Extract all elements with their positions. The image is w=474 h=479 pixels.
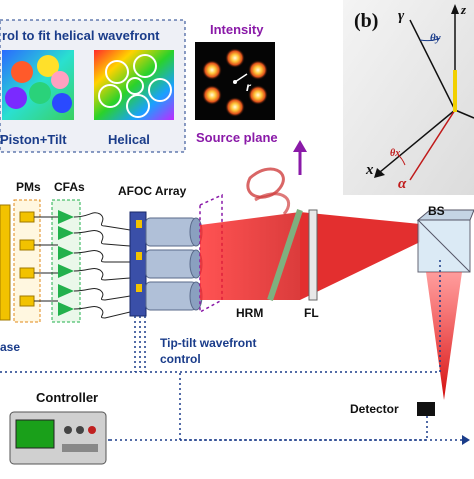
cfas-label: CFAs [54,180,85,194]
panel-b-bg [343,0,474,195]
radius-arrow [234,73,248,83]
beam-splitter [416,209,474,273]
helical-label: Helical [108,132,150,147]
detector-box [417,402,435,416]
helical-wavefront [246,167,285,199]
phase-label: ase [0,340,21,354]
intensity-spot [225,48,245,68]
sub-aperture [52,93,72,113]
sub-aperture [37,55,59,77]
sub-aperture [29,82,51,104]
afoc-array-label: AFOC Array [118,184,187,198]
intensity-spot [225,97,245,117]
sub-aperture [148,78,172,102]
x-axis [379,109,456,173]
alpha-axis [409,109,456,181]
piston-tilt-label: Piston+Tilt [0,132,67,147]
pms-label: PMs [16,180,41,194]
cfa-module [51,199,81,323]
fibers [34,212,131,319]
intensity-spot [248,85,268,105]
fl-lens [308,209,318,301]
detector-beam [426,272,462,400]
intensity-title: Intensity [210,22,264,37]
bs-label: BS [428,204,445,218]
tip-tilt-label-line1: Tip-tilt wavefront [160,336,257,350]
hrm-label: HRM [236,306,264,320]
r-label: r [246,80,251,94]
intensity-spot [248,60,268,80]
wavefront-panel [0,19,186,153]
fl-label: FL [304,306,319,320]
hrm-mirror [267,209,303,301]
sub-aperture [126,77,144,95]
theta-y-label: θy [430,32,441,44]
x-label: x [366,162,374,178]
sub-aperture [105,60,129,84]
intensity-spot [202,60,222,80]
alpha-label: α [398,176,407,192]
controller-device [9,411,107,465]
tip-tilt-label-line2: control [160,352,201,366]
wavefront-title: rol to fit helical wavefront [2,28,160,43]
intensity-spot [202,85,222,105]
intensity-panel [195,42,307,175]
controller-label: Controller [36,390,99,405]
panel-b-tag: (b) [354,10,379,32]
sub-aperture [98,84,122,108]
theta-x-label: θx [390,148,401,159]
source-plane-label: Source plane [196,130,278,145]
sub-aperture [11,61,33,83]
sub-aperture [5,87,27,109]
panel-b [343,0,474,195]
z-label: z [461,2,467,17]
sub-aperture [126,94,150,118]
pm-module [0,199,41,323]
afoc-array [129,211,203,317]
sub-aperture [133,54,157,78]
sub-aperture [51,71,69,89]
detector-label: Detector [350,402,399,416]
gamma-axis [409,19,456,111]
gamma-label: γ [398,8,405,24]
